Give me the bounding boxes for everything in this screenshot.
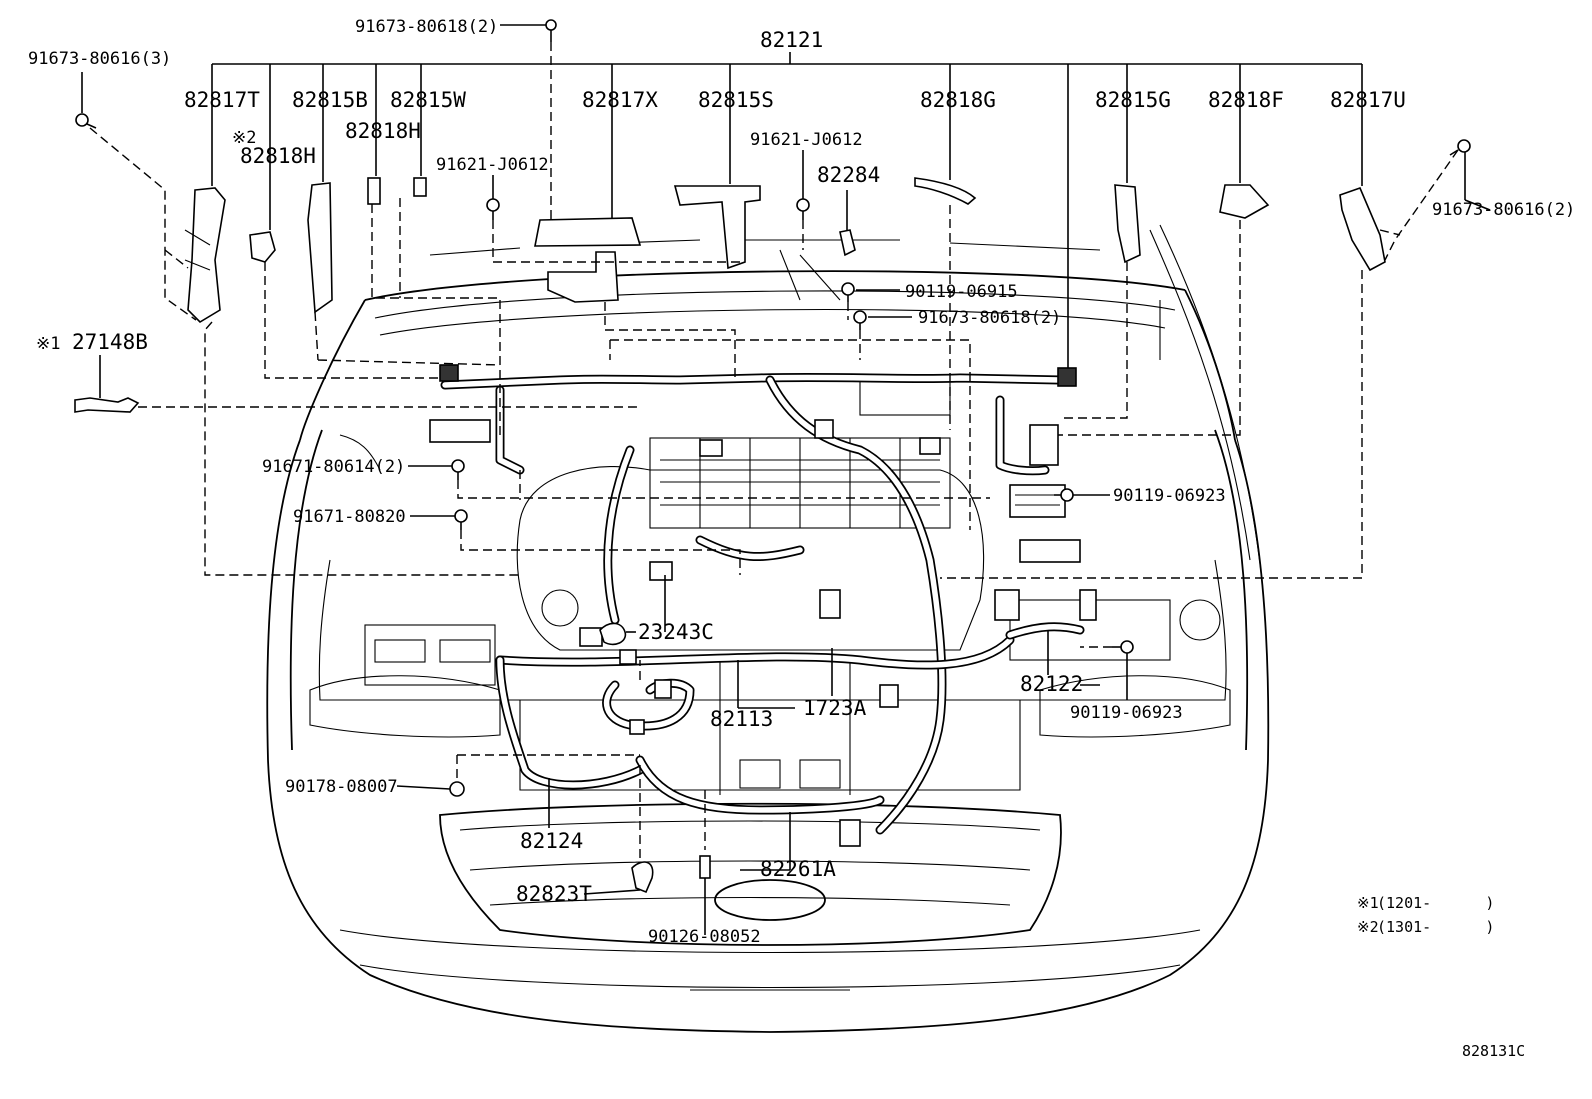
label-bolt-j0612-left: 91621-J0612 [436,155,549,175]
bolt-icon [796,198,810,220]
vehicle-body-outline [266,224,1270,1033]
label-82815W: 82815W [390,88,466,112]
bolt-icon [486,198,500,220]
label-82818H-b: 82818H [345,119,421,143]
label-82818G: 82818G [920,88,996,112]
label-82815G: 82815G [1095,88,1171,112]
label-bolt-80616-left: 91673-80616(3) [28,49,171,69]
wire-harness-group [440,372,1085,835]
label-sensor-08052: 90126-08052 [648,927,761,947]
bolt-icon [853,310,867,330]
bolt-icon [1449,139,1471,156]
note-1-mark: ※1 [1357,894,1379,912]
label-bolt-80618-mid: 91673-80618(2) [918,308,1061,328]
bracket-parts [74,177,1386,894]
label-bolt-80618-top: 91673-80618(2) [355,17,498,37]
label-bolt-80820: 91671-80820 [293,507,406,527]
label-82284: 82284 [817,163,880,187]
bolt-icon [1112,640,1134,654]
label-main-assembly: 82121 [760,28,823,52]
label-bolt-06915: 90119-06915 [905,282,1018,302]
dashed-reference-lines [89,42,1459,860]
label-bolt-80614: 91671-80614(2) [262,457,405,477]
note-1-text: (1201- ) [1377,894,1494,912]
bolt-icon [75,113,97,129]
bolt-icon [454,509,468,530]
label-82817U: 82817U [1330,88,1406,112]
leader-lines [81,24,1491,935]
label-23243C: 23243C [638,620,714,644]
connector-group [429,364,1097,847]
label-82817T: 82817T [184,88,260,112]
label-82261A: 82261A [760,857,836,881]
label-82122: 82122 [1020,672,1083,696]
note-2-mark: ※2 [1357,918,1379,936]
label-82815B: 82815B [292,88,368,112]
label-bolt-80616-right: 91673-80616(2) [1432,200,1575,220]
note-2-text: (1301- ) [1377,918,1494,936]
label-82815S: 82815S [698,88,774,112]
label-27148B: 27148B [72,330,148,354]
bolt-icon [841,282,855,302]
label-bolt-06923-a: 90119-06923 [1113,486,1226,506]
label-clip-08007: 90178-08007 [285,777,398,797]
bolt-icon [451,459,465,480]
label-82823T: 82823T [516,882,592,906]
label-82818H-a: 82818H [240,144,316,168]
label-1723A: 1723A [803,696,867,720]
label-bolt-06923-b: 90119-06923 [1070,703,1183,723]
label-82817X: 82817X [582,88,658,112]
label-82818F: 82818F [1208,88,1284,112]
part-labels: 82121 91673-80618(2) 91673-80616(3) 9167… [28,17,1575,1060]
figure-code: 828131C [1462,1042,1525,1060]
label-82113: 82113 [710,707,773,731]
label-note2-mark: ※2 [232,128,256,148]
label-note1-mark: ※1 [36,334,60,354]
bolt-icon [545,19,557,42]
bolt-icons [75,19,1471,654]
label-82124: 82124 [520,829,583,853]
label-bolt-j0612-right: 91621-J0612 [750,130,863,150]
